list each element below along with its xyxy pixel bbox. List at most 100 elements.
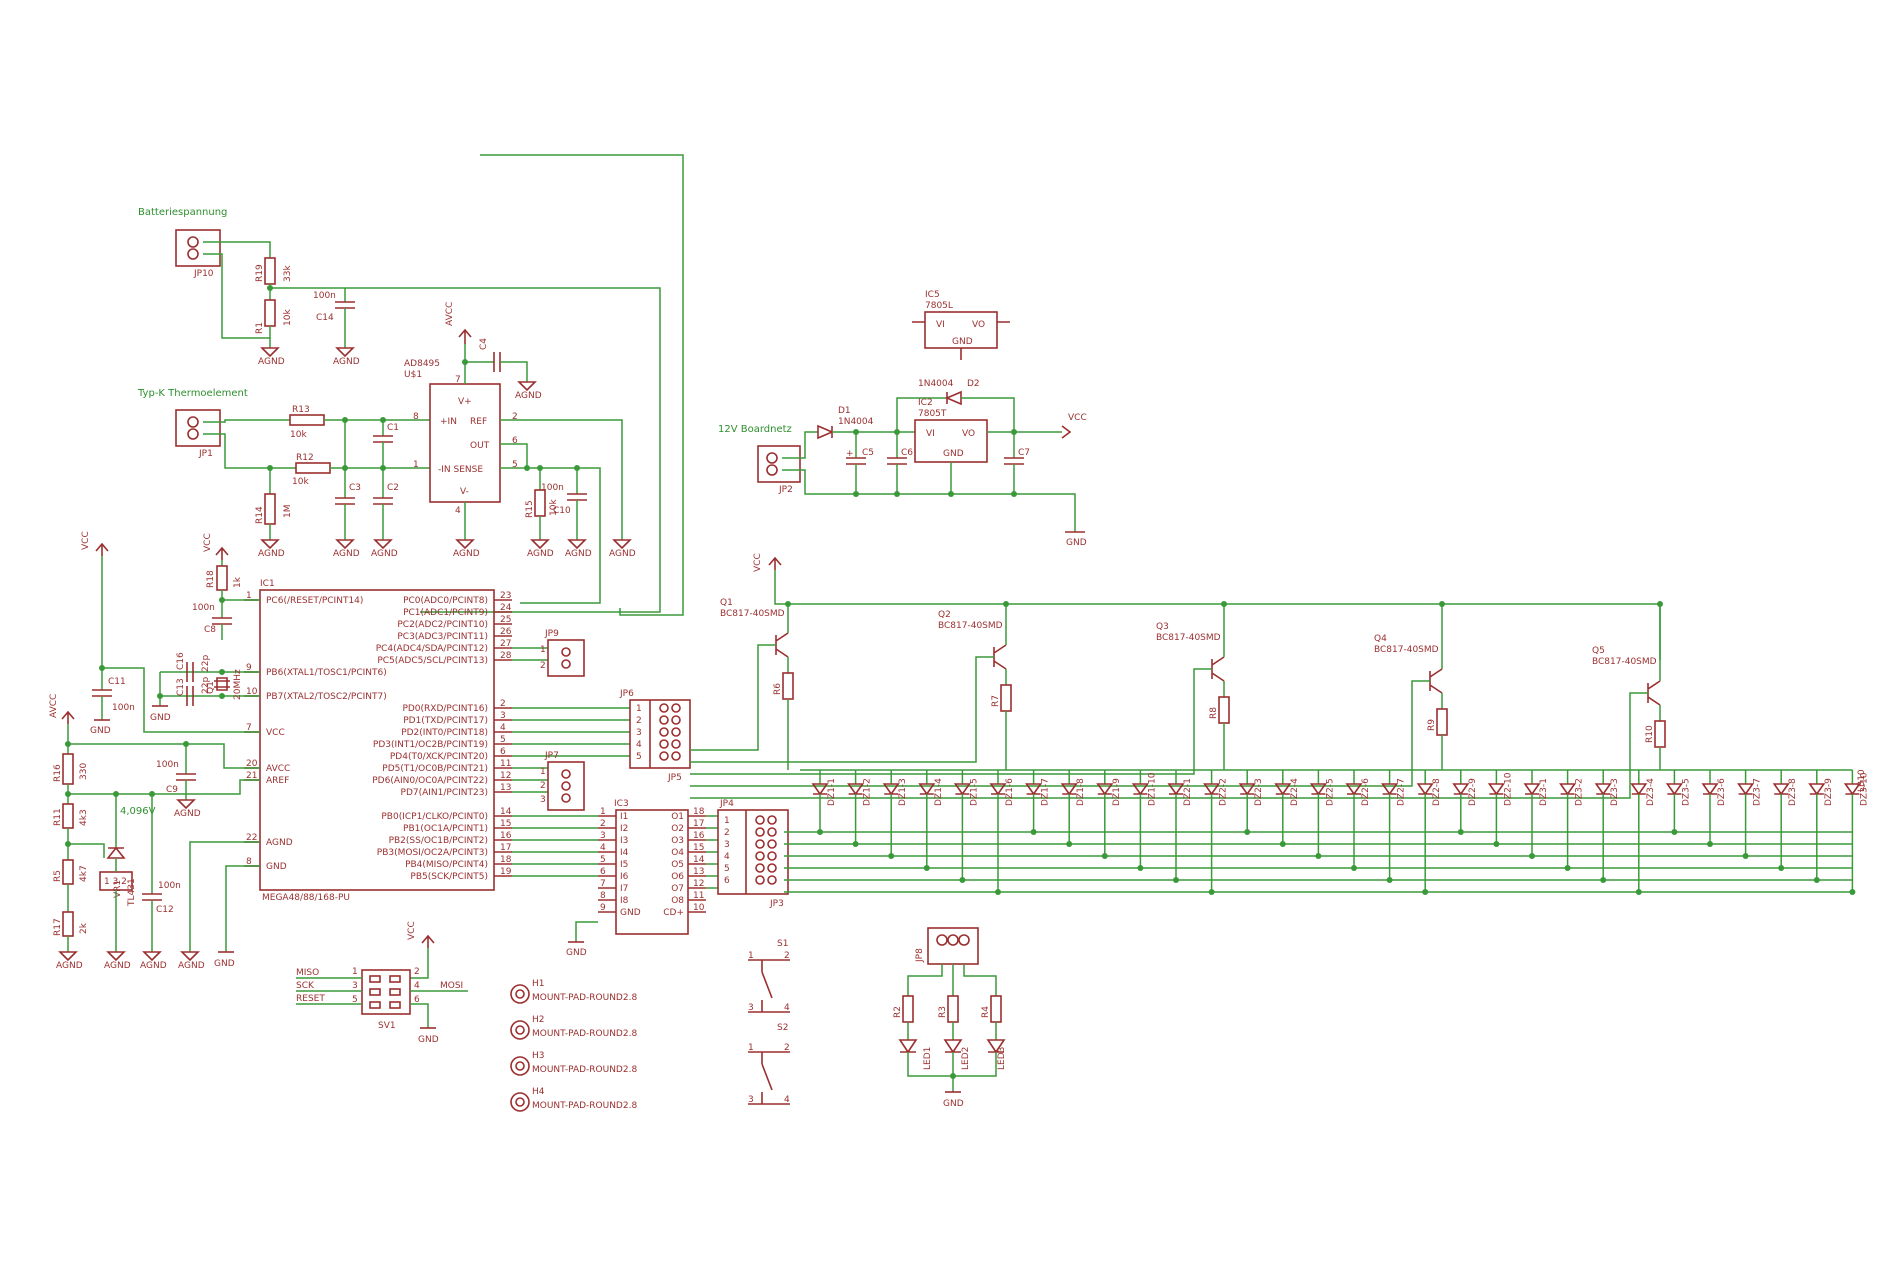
transistor-label: Q2 xyxy=(938,610,951,620)
jp1-connector[interactable] xyxy=(175,409,221,447)
r11-resistor[interactable] xyxy=(62,803,74,829)
jp3-pin xyxy=(767,815,777,825)
transistor-resistor-label: R7 xyxy=(991,695,1001,707)
sv1-label: SV1 xyxy=(378,1021,396,1031)
jp4-jp3-connector[interactable] xyxy=(717,809,789,895)
transistor-resistor-label: R10 xyxy=(1645,725,1655,743)
ic3-in-name: I6 xyxy=(620,872,629,882)
ic1-pin-num: 20 xyxy=(246,759,258,769)
jp8-connector[interactable] xyxy=(927,927,979,965)
ic5-vo: VO xyxy=(972,320,985,330)
r2-label: R2 xyxy=(893,1006,903,1018)
led-label: DZ1-9 xyxy=(1112,778,1122,806)
led-segment xyxy=(1808,783,1826,796)
transistor-resistor[interactable] xyxy=(1218,696,1230,724)
led1 xyxy=(898,1039,918,1054)
jp4-pin: 5 xyxy=(724,864,730,874)
sv1-pin5: 5 xyxy=(352,995,358,1005)
r5-resistor[interactable] xyxy=(62,859,74,885)
thermoelement-label: Typ-K Thermoelement xyxy=(137,388,248,399)
r14-resistor[interactable] xyxy=(264,493,276,525)
r2-resistor[interactable] xyxy=(902,995,914,1023)
sck-label: SCK xyxy=(296,981,315,991)
led-segment xyxy=(1701,783,1719,796)
r19-resistor[interactable] xyxy=(264,257,276,285)
r4-resistor[interactable] xyxy=(990,995,1002,1023)
s1-switch[interactable] xyxy=(748,959,790,1013)
r15-value: 10k xyxy=(549,499,559,516)
c13-value: 22p xyxy=(201,677,211,694)
sv1-pin1: 1 xyxy=(352,967,358,977)
jp3-pin xyxy=(755,815,765,825)
mount-pad-name: H1 xyxy=(532,979,545,989)
transistor-resistor[interactable] xyxy=(782,672,794,700)
s2-pin4: 4 xyxy=(784,1095,790,1105)
jp9-connector[interactable] xyxy=(547,639,585,677)
led-segment xyxy=(1416,783,1434,796)
ic1-pin-name: PD5(T1/OC0B/PCINT21) xyxy=(382,764,488,774)
s1-pin4: 4 xyxy=(784,1003,790,1013)
transistor-resistor[interactable] xyxy=(1436,708,1448,736)
r17-resistor[interactable] xyxy=(62,911,74,937)
led-label: DZ3-8 xyxy=(1788,778,1798,806)
r12-resistor[interactable] xyxy=(295,462,331,474)
transistor-symbol[interactable] xyxy=(775,632,789,658)
transistor-resistor[interactable] xyxy=(1000,684,1012,712)
ic1-right-pins: 23PC0(ADC0/PCINT8)24PC1(ADC1/PCINT9)25PC… xyxy=(372,591,630,882)
jp2-connector[interactable] xyxy=(757,445,801,483)
r1-label: R1 xyxy=(255,322,265,334)
agnd-r15: AGND xyxy=(527,549,554,559)
transistor-symbol[interactable] xyxy=(1647,680,1661,706)
ic1-pin-name: PC3(ADC3/PCINT11) xyxy=(397,632,488,642)
transistor-symbol[interactable] xyxy=(1429,668,1443,694)
c12-label: C12 xyxy=(156,905,174,915)
ic3-chip[interactable] xyxy=(615,809,689,935)
ic3-out-num: 12 xyxy=(693,879,704,889)
r13-resistor[interactable] xyxy=(289,414,325,426)
r13-label: R13 xyxy=(292,405,310,415)
jp6-jp5-connector[interactable] xyxy=(629,699,691,769)
led-label: DZ3-6 xyxy=(1717,778,1727,806)
s2-switch[interactable] xyxy=(748,1051,790,1105)
led-label: DZ2-3 xyxy=(1254,778,1264,806)
r5-label: R5 xyxy=(53,870,63,882)
r18-resistor[interactable] xyxy=(216,565,228,591)
jp3-pin xyxy=(755,827,765,837)
r3-resistor[interactable] xyxy=(947,995,959,1023)
vr1-shunt[interactable] xyxy=(106,846,126,859)
transistor-resistor[interactable] xyxy=(1654,720,1666,748)
ic1-mcu[interactable] xyxy=(259,589,495,891)
ic1-pin-num: 24 xyxy=(500,603,512,613)
ic3-out-name: CD+ xyxy=(663,908,684,918)
mount-pad-icon xyxy=(510,1092,530,1112)
ic1-pin-name: PD3(INT1/OC2B/PCINT19) xyxy=(373,740,488,750)
vcc-q: VCC xyxy=(753,553,763,572)
ic3-out-name: O2 xyxy=(671,824,684,834)
ic3-out-num: 11 xyxy=(693,891,704,901)
jp7-connector[interactable] xyxy=(547,761,585,811)
transistor-symbol[interactable] xyxy=(993,644,1007,670)
transistor-symbol[interactable] xyxy=(1211,656,1225,682)
gnd-c11: GND xyxy=(90,726,111,736)
c9-label: C9 xyxy=(166,785,178,795)
ic3-in-num: 5 xyxy=(600,855,606,865)
ic5-vi: VI xyxy=(936,320,945,330)
c3-label: C3 xyxy=(349,483,361,493)
transistor-label: Q3 xyxy=(1156,622,1169,632)
vr1-part: TL431 xyxy=(127,878,137,907)
ic1-pin-num: 22 xyxy=(246,833,257,843)
ic3-in-name: I2 xyxy=(620,824,628,834)
agnd-r1: AGND xyxy=(258,357,285,367)
ic1-pin-num: 19 xyxy=(500,867,512,877)
r15-resistor[interactable] xyxy=(534,489,546,517)
r16-resistor[interactable] xyxy=(62,753,74,785)
r1-resistor[interactable] xyxy=(264,299,276,327)
jp10-connector[interactable] xyxy=(175,229,221,267)
avcc-top: AVCC xyxy=(445,302,455,326)
ic1-pin-num: 25 xyxy=(500,615,511,625)
ic1-pin-name: PD4(T0/XCK/PCINT20) xyxy=(390,752,488,762)
ic1-pin-name: PD7(AIN1/PCINT23) xyxy=(401,788,488,798)
ic3-out-num: 10 xyxy=(693,903,705,913)
sv1-connector[interactable] xyxy=(361,969,411,1015)
